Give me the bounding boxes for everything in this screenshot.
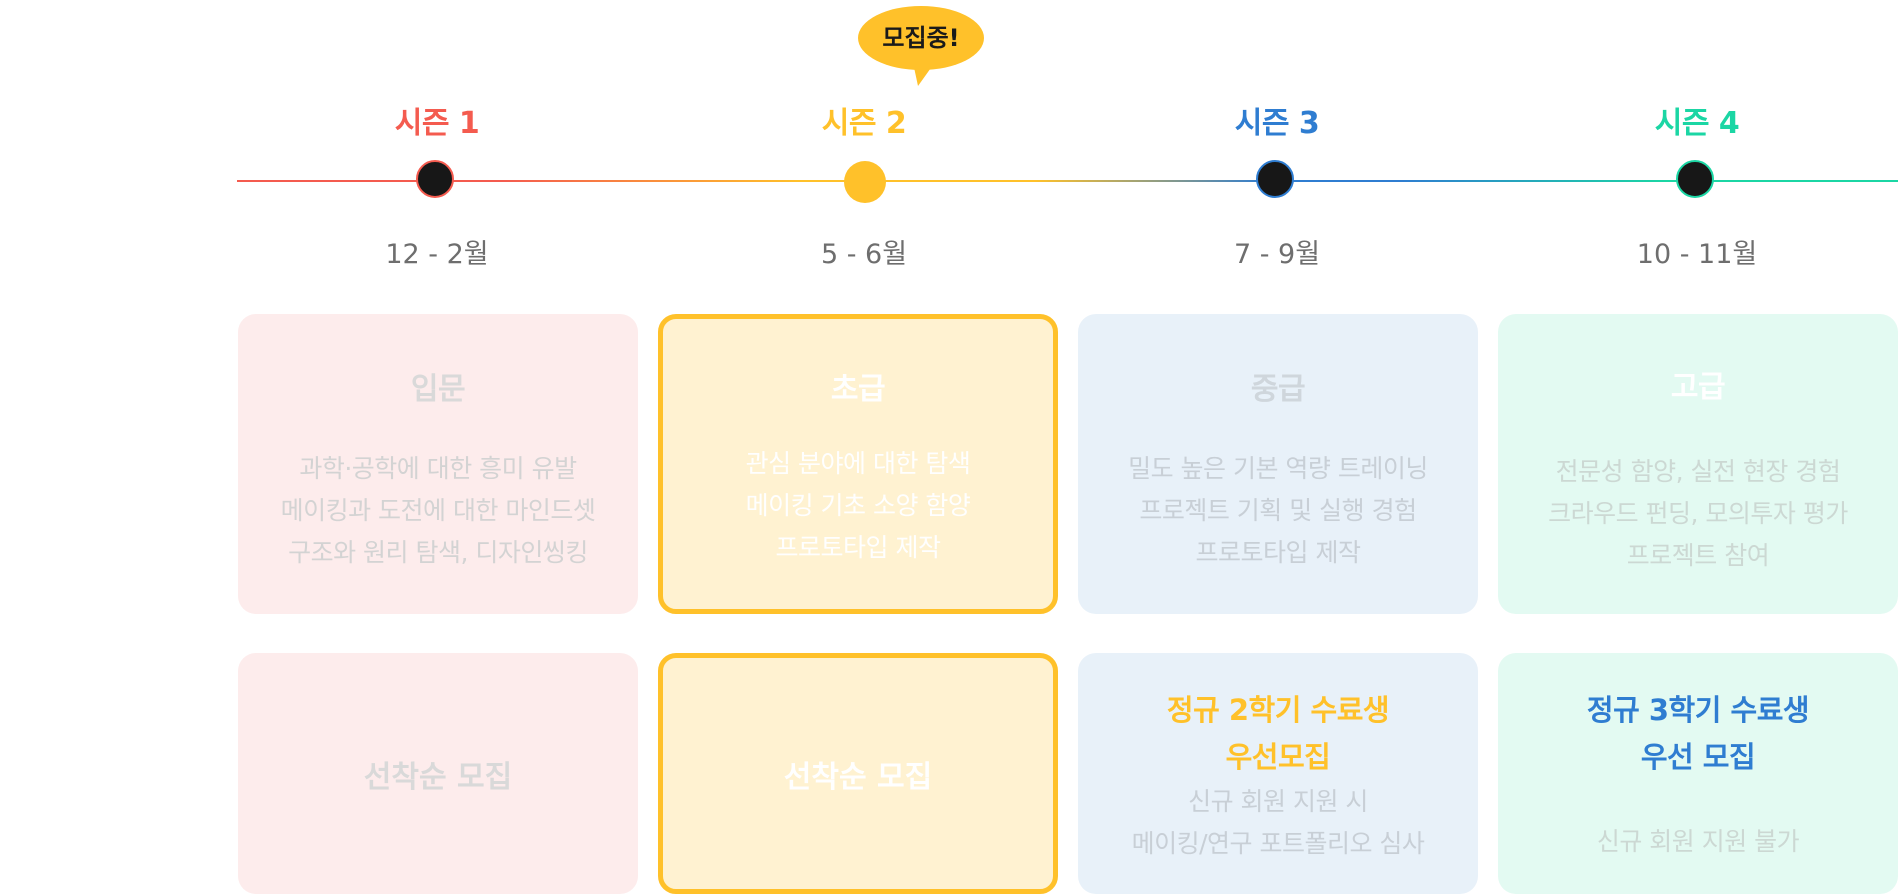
recruit-priority-line: 정규 3학기 수료생 [1586,693,1810,727]
timeline-line [237,180,1898,182]
recruit-priority: 정규 3학기 수료생 우선 모집 [1498,687,1898,781]
season-period: 5 - 6월 [820,239,908,270]
recruit-priority-line: 우선 모집 [1640,740,1756,774]
season-label: 시즌 4 [1654,106,1740,141]
card-title: 입문 [410,372,466,407]
level-card-advanced: 고급 전문성 함양, 실전 현장 경험 크라우드 펀딩, 모의투자 평가 프로젝… [1498,314,1898,614]
level-card-intermediate: 중급 밀도 높은 기본 역량 트레이닝 프로젝트 기획 및 실행 경험 프로토타… [1078,314,1478,614]
recruit-method: 선착순 모집 [783,759,933,795]
recruit-condition: 신규 회원 지원 불가 [1498,821,1898,863]
season-period: 10 - 11월 [1636,239,1758,270]
recruit-method: 선착순 모집 [363,759,513,795]
card-line: 프로젝트 참여 [1626,541,1770,570]
card-line: 과학·공학에 대한 흥미 유발 [299,454,577,483]
card-title: 고급 [1670,370,1726,405]
timeline-dot [1676,160,1714,198]
recruit-condition-line: 신규 회원 지원 시 [1188,787,1368,816]
card-line: 메이킹과 도전에 대한 마인드셋 [280,496,596,525]
card-line: 밀도 높은 기본 역량 트레이닝 [1128,454,1428,483]
recruit-priority-line: 우선모집 [1225,740,1331,774]
card-description: 밀도 높은 기본 역량 트레이닝 프로젝트 기획 및 실행 경험 프로토타입 제… [1078,448,1478,574]
timeline-dot [416,160,454,198]
season-period: 12 - 2월 [385,239,489,270]
timeline-dot [1256,160,1294,198]
recruit-card-season-2[interactable]: 선착순 모집 [658,653,1058,894]
level-card-elementary[interactable]: 초급 관심 분야에 대한 탐색 메이킹 기초 소양 함양 프로토타입 제작 [658,314,1058,614]
recruit-priority-line: 정규 2학기 수료생 [1166,693,1390,727]
recruit-card-season-3: 정규 2학기 수료생 우선모집 신규 회원 지원 시 메이킹/연구 포트폴리오 … [1078,653,1478,894]
card-line: 프로젝트 기획 및 실행 경험 [1139,496,1417,525]
season-label: 시즌 2 [821,106,907,141]
card-line: 프로토타입 제작 [775,533,941,562]
card-line: 메이킹 기초 소양 함양 [745,491,971,520]
card-description: 전문성 함양, 실전 현장 경험 크라우드 펀딩, 모의투자 평가 프로젝트 참… [1498,451,1898,577]
recruit-priority: 정규 2학기 수료생 우선모집 [1078,687,1478,781]
recruit-card-season-4: 정규 3학기 수료생 우선 모집 신규 회원 지원 불가 [1498,653,1898,894]
season-label: 시즌 3 [1234,106,1320,141]
timeline-dot-active [844,161,886,203]
card-title: 초급 [830,372,886,407]
card-line: 구조와 원리 탐색, 디자인씽킹 [288,538,588,567]
card-line: 관심 분야에 대한 탐색 [745,449,971,478]
card-line: 전문성 함양, 실전 현장 경험 [1555,457,1841,486]
season-period: 7 - 9월 [1233,239,1321,270]
recruit-card-season-1: 선착순 모집 [238,653,638,894]
recruit-condition: 신규 회원 지원 시 메이킹/연구 포트폴리오 심사 [1078,781,1478,865]
level-card-beginner: 입문 과학·공학에 대한 흥미 유발 메이킹과 도전에 대한 마인드셋 구조와 … [238,314,638,614]
card-title: 중급 [1250,372,1306,407]
card-line: 프로토타입 제작 [1195,538,1361,567]
recruit-condition-line: 신규 회원 지원 불가 [1596,827,1800,856]
card-line: 크라우드 펀딩, 모의투자 평가 [1548,499,1848,528]
recruiting-badge-tail [912,58,938,86]
season-label: 시즌 1 [394,106,480,141]
recruit-condition-line: 메이킹/연구 포트폴리오 심사 [1131,829,1425,858]
card-description: 과학·공학에 대한 흥미 유발 메이킹과 도전에 대한 마인드셋 구조와 원리 … [238,448,638,574]
card-description: 관심 분야에 대한 탐색 메이킹 기초 소양 함양 프로토타입 제작 [663,443,1053,569]
